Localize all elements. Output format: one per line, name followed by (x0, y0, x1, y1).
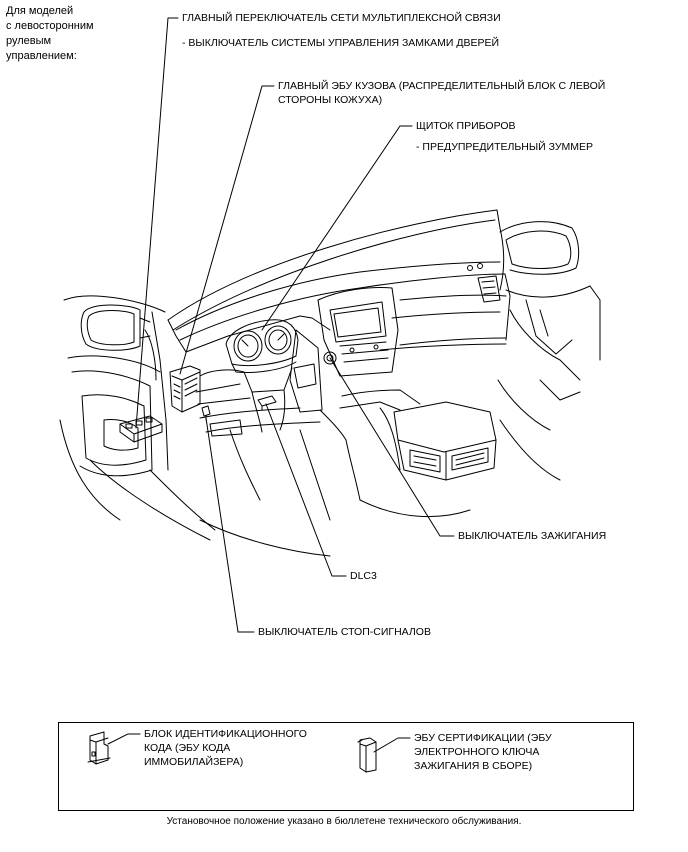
note-line: управлением: (6, 50, 77, 62)
label-warning-buzzer: - ПРЕДУПРЕДИТЕЛЬНЫЙ ЗУММЕР (416, 141, 594, 153)
center-console (320, 390, 496, 517)
id-code-box-icon (88, 732, 140, 764)
note-line: рулевым (6, 35, 52, 47)
floor (200, 430, 330, 556)
label-stop-light-switch: ВЫКЛЮЧАТЕЛЬ СТОП-СИГНАЛОВ (258, 626, 431, 638)
ignition-switch (324, 352, 336, 364)
label-id-code-box: БЛОК ИДЕНТИФИКАЦИОННОГО КОДА (ЭБУ КОДА И… (144, 727, 307, 769)
dlc3-connector (258, 396, 276, 410)
label-body-ecu-line: ГЛАВНЫЙ ЭБУ КУЗОВА (РАСПРЕДЕЛИТЕЛЬНЫЙ БЛ… (278, 80, 606, 92)
center-stack (290, 288, 398, 413)
leader-id-code-box (108, 734, 140, 744)
multiplex-network-master-switch (120, 416, 162, 442)
label-dlc3: DLC3 (350, 570, 377, 582)
label-body-ecu: ГЛАВНЫЙ ЭБУ КУЗОВА (РАСПРЕДЕЛИТЕЛЬНЫЙ БЛ… (278, 79, 605, 107)
footer-note: Установочное положение указано в бюллете… (166, 816, 522, 827)
right-door (498, 222, 600, 480)
label-certification-ecu: ЭБУ СЕРТИФИКАЦИИ (ЭБУ ЭЛЕКТРОННОГО КЛЮЧА… (414, 731, 552, 773)
label-id-code-box-line: БЛОК ИДЕНТИФИКАЦИОННОГО (144, 728, 307, 740)
leader-dlc3 (266, 404, 346, 576)
leader-lines (136, 18, 454, 632)
label-body-ecu-line: СТОРОНЫ КОЖУХА) (278, 94, 383, 106)
main-body-ecu (170, 366, 200, 412)
dashboard (176, 262, 510, 352)
label-multiplex-switch: ГЛАВНЫЙ ПЕРЕКЛЮЧАТЕЛЬ СЕТИ МУЛЬТИПЛЕКСНО… (182, 12, 501, 24)
certification-ecu-icon (358, 738, 410, 772)
leader-stop-light-switch (206, 418, 254, 632)
legend-box (58, 722, 634, 811)
leader-ignition-switch (330, 358, 454, 536)
label-id-code-box-line: КОДА (ЭБУ КОДА (144, 742, 231, 754)
steering-column (196, 368, 320, 436)
note-line: с левосторонним (6, 20, 94, 32)
note-line: Для моделей (6, 5, 74, 17)
windshield (168, 210, 504, 352)
label-id-code-box-line: ИММОБИЛАЙЗЕРА) (144, 756, 244, 768)
leader-certification-ecu (374, 738, 410, 752)
lhd-model-note: Для моделей с левосторонним рулевым упра… (6, 4, 94, 64)
label-instrument-panel: ЩИТОК ПРИБОРОВ (416, 120, 516, 132)
leader-instrument-panel (262, 126, 412, 330)
leader-multiplex-switch (136, 18, 178, 428)
label-certification-ecu-line: ЭЛЕКТРОННОГО КЛЮЧА (414, 746, 540, 758)
label-door-lock-switch: - ВЫКЛЮЧАТЕЛЬ СИСТЕМЫ УПРАВЛЕНИЯ ЗАМКАМИ… (182, 37, 500, 49)
left-mirror (81, 305, 150, 350)
label-certification-ecu-line: ЗАЖИГАНИЯ В СБОРЕ) (414, 760, 533, 772)
instrument-cluster (226, 320, 298, 373)
label-certification-ecu-line: ЭБУ СЕРТИФИКАЦИИ (ЭБУ (414, 732, 552, 744)
leader-body-ecu (180, 86, 274, 374)
label-ignition-switch: ВЫКЛЮЧАТЕЛЬ ЗАЖИГАНИЯ (458, 530, 607, 542)
